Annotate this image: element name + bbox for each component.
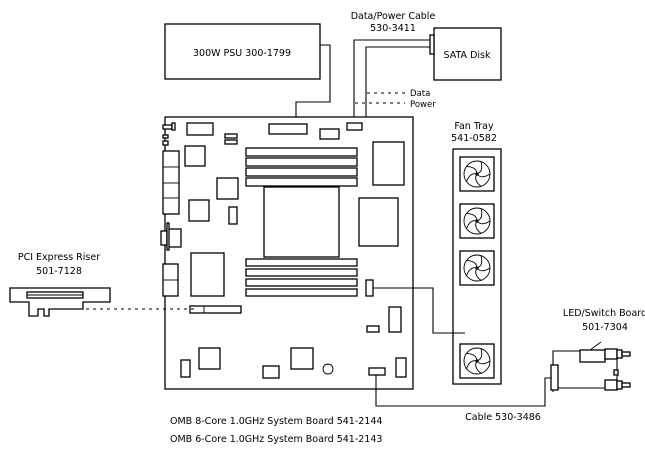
led-connector bbox=[604, 379, 618, 391]
fan-frame bbox=[459, 156, 495, 192]
led-connector bbox=[604, 348, 618, 360]
sata-connector bbox=[429, 34, 435, 55]
fan-frame bbox=[459, 343, 495, 379]
fan-hub bbox=[475, 172, 479, 176]
memory-slot bbox=[245, 268, 358, 277]
pci-riser-part: 501-7128 bbox=[36, 266, 82, 277]
io-led bbox=[162, 134, 169, 139]
fan-connector bbox=[365, 279, 374, 297]
chip bbox=[198, 347, 221, 370]
data-power-cable-part: 530-3411 bbox=[370, 23, 416, 34]
memory-slot bbox=[245, 288, 358, 297]
sata-disk: SATA Disk bbox=[429, 27, 502, 81]
pci-riser bbox=[9, 287, 111, 317]
cpu bbox=[263, 186, 340, 258]
chip bbox=[395, 357, 407, 378]
chip bbox=[358, 197, 399, 247]
system-board bbox=[160, 116, 414, 390]
led-board-cable bbox=[375, 375, 551, 407]
chip bbox=[372, 141, 405, 186]
chip bbox=[190, 252, 225, 297]
chip bbox=[180, 359, 191, 378]
led-connector-tip bbox=[621, 351, 631, 357]
led-board-part: 501-7304 bbox=[582, 322, 628, 333]
switch-lever bbox=[589, 341, 602, 351]
chip bbox=[366, 325, 380, 333]
fan bbox=[459, 343, 495, 379]
fan-tray bbox=[452, 148, 502, 385]
pci-riser-title: PCI Express Riser bbox=[18, 252, 100, 263]
fan-tray-part: 541-0582 bbox=[451, 133, 497, 144]
legend-power-label: Power bbox=[410, 100, 436, 110]
psu: 300W PSU 300-1799 bbox=[164, 23, 321, 80]
memory-slot bbox=[245, 278, 358, 287]
led-connector-pin bbox=[616, 349, 623, 359]
battery bbox=[322, 363, 334, 375]
chip bbox=[188, 199, 210, 222]
cable-legend: Data Power bbox=[355, 89, 436, 110]
serial-port-flange bbox=[166, 222, 170, 251]
system-board-label-6core: OMB 6-Core 1.0GHz System Board 541-2143 bbox=[170, 434, 382, 445]
memory-slot bbox=[245, 177, 358, 187]
fan-cable bbox=[373, 287, 465, 334]
serial-port-shell bbox=[160, 230, 168, 246]
switch bbox=[579, 349, 606, 363]
main-power-connector bbox=[268, 123, 308, 135]
sata-disk-box bbox=[433, 27, 502, 81]
fan-tray-title: Fan Tray bbox=[454, 121, 494, 132]
led-board-connector bbox=[550, 364, 559, 391]
fan bbox=[459, 203, 495, 239]
fan-list bbox=[459, 156, 495, 379]
legend-data-label: Data bbox=[410, 89, 430, 99]
io-jack bbox=[162, 124, 173, 130]
chip bbox=[290, 347, 314, 370]
memory-slot bbox=[245, 258, 358, 267]
fan-hub bbox=[475, 219, 479, 223]
led bbox=[613, 369, 619, 376]
chip bbox=[388, 306, 402, 333]
psu-label: 300W PSU 300-1799 bbox=[193, 48, 291, 59]
chip bbox=[184, 145, 206, 167]
led-switch-board bbox=[550, 341, 631, 392]
led-connector-tip bbox=[621, 382, 631, 388]
memory-slot bbox=[245, 147, 358, 157]
led-cable-label: Cable 530-3486 bbox=[465, 412, 541, 423]
front-panel-connector bbox=[368, 367, 386, 376]
memory-slot bbox=[245, 167, 358, 177]
memory-slot bbox=[245, 157, 358, 167]
sata-disk-label: SATA Disk bbox=[444, 50, 491, 61]
fan bbox=[459, 156, 495, 192]
io-jack-tab bbox=[171, 122, 176, 131]
system-board-label-8core: OMB 8-Core 1.0GHz System Board 541-2144 bbox=[170, 416, 382, 427]
sata-power-connector bbox=[346, 122, 363, 131]
header bbox=[224, 139, 238, 145]
fan-hub bbox=[475, 359, 479, 363]
led-connector-pin bbox=[616, 380, 623, 390]
chip bbox=[216, 177, 239, 200]
usb-stack bbox=[162, 150, 180, 215]
psu-power-cable bbox=[295, 44, 331, 130]
pcie-slot bbox=[189, 305, 242, 314]
chip bbox=[319, 128, 340, 140]
fan bbox=[459, 250, 495, 286]
header bbox=[224, 133, 238, 139]
io-led bbox=[162, 140, 169, 146]
chip bbox=[228, 206, 238, 225]
data-power-cable-title: Data/Power Cable bbox=[351, 11, 436, 22]
psu-box bbox=[164, 23, 321, 80]
led-board-title: LED/Switch Board bbox=[563, 308, 645, 319]
chip bbox=[186, 122, 214, 136]
fan-hub bbox=[475, 266, 479, 270]
chip bbox=[262, 365, 280, 379]
sata-power-cable bbox=[353, 39, 430, 123]
